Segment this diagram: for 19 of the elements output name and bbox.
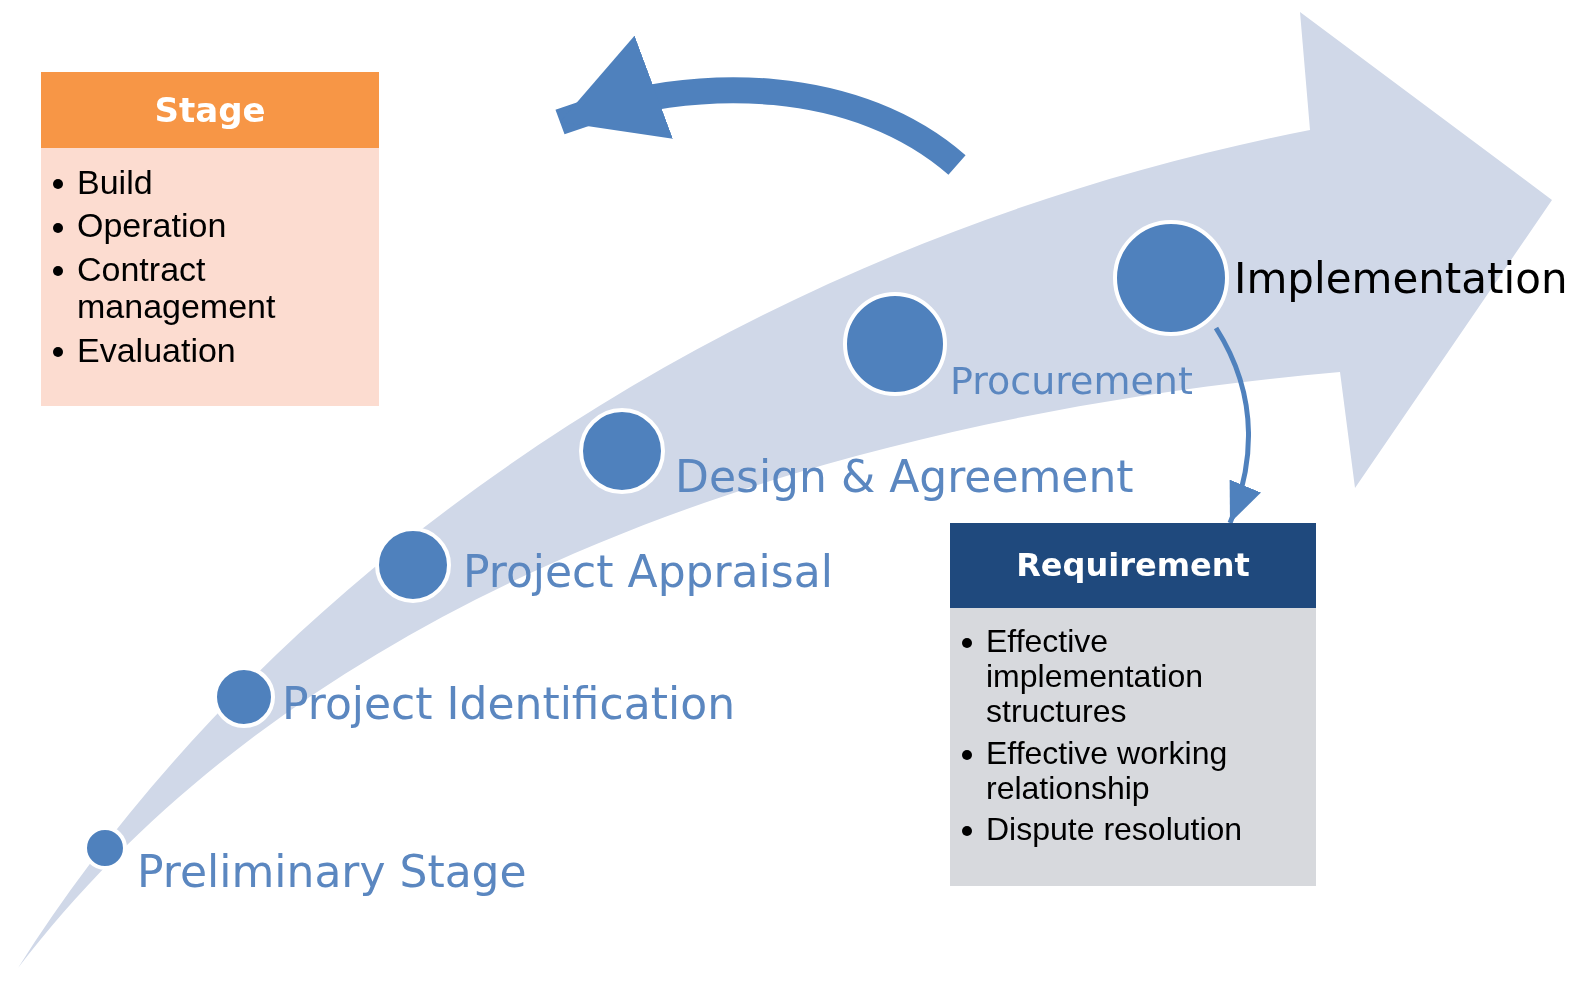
bullet-item: Effective implementation structures bbox=[950, 624, 1316, 730]
card-heading: Stage bbox=[41, 72, 379, 148]
stage-label: Preliminary Stage bbox=[137, 850, 527, 894]
card-heading: Requirement bbox=[950, 523, 1316, 608]
stage-label: Design & Agreement bbox=[675, 455, 1134, 499]
bullet-item: Build bbox=[41, 164, 379, 202]
arrow bbox=[555, 38, 965, 176]
arrow bbox=[1213, 326, 1261, 524]
info-card bbox=[41, 72, 379, 406]
stage-label: Implementation bbox=[1234, 258, 1568, 300]
stage-label: Project Appraisal bbox=[463, 550, 833, 594]
bullet-item: Contract management bbox=[41, 250, 379, 326]
stage-label: Project Identification bbox=[282, 682, 736, 726]
info-card bbox=[950, 523, 1316, 886]
bullet-item: Operation bbox=[41, 207, 379, 245]
bullet-item: Dispute resolution bbox=[950, 811, 1316, 848]
bullet-item: Effective working relationship bbox=[950, 735, 1316, 806]
stage-label: Procurement bbox=[950, 362, 1193, 400]
bullet-item: Evaluation bbox=[41, 331, 379, 369]
